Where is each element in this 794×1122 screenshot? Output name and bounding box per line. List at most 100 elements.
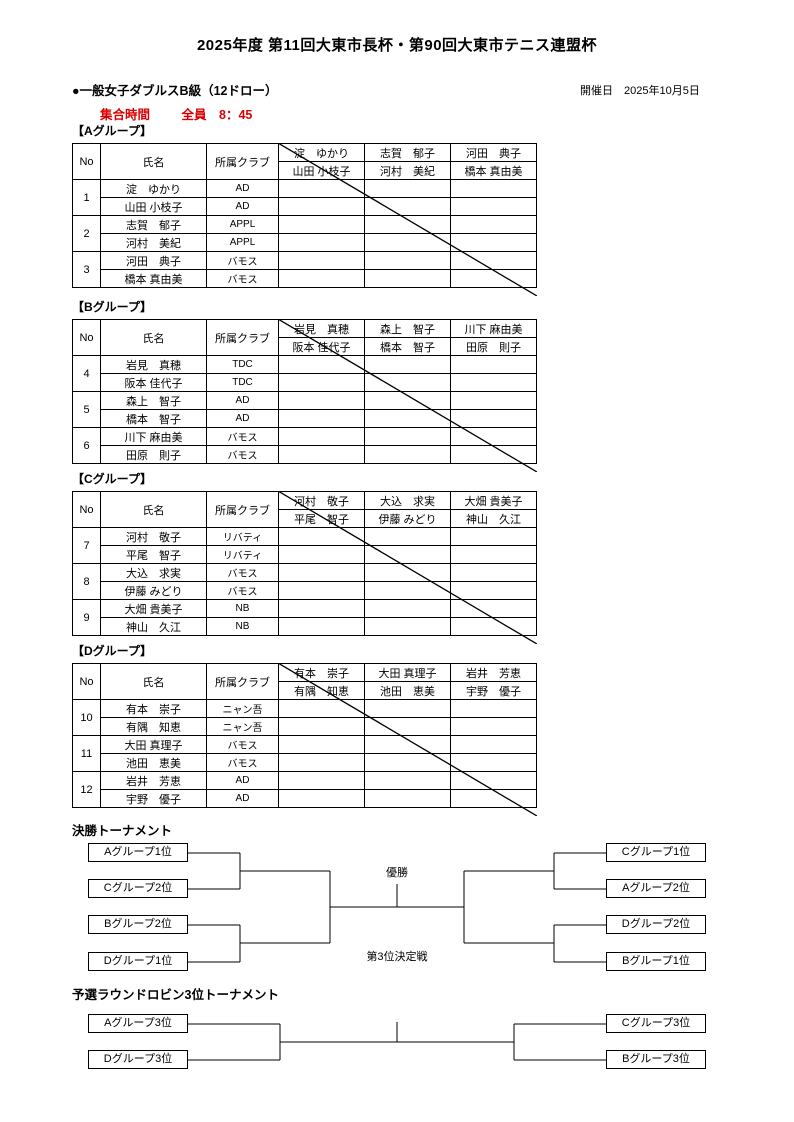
club-cell: バモス	[206, 445, 279, 464]
consolation-bracket-lines	[188, 1022, 606, 1061]
match-cell	[450, 215, 537, 234]
match-cell	[278, 179, 365, 198]
player-name-cell: 宇野 優子	[100, 789, 207, 808]
match-cell	[364, 599, 451, 618]
club-cell: リバティ	[206, 545, 279, 564]
opponent-header-cell: 平尾 智子	[278, 509, 365, 528]
match-cell	[450, 179, 537, 198]
bracket-slot-a2: Aグループ2位	[606, 879, 706, 898]
header-no: No	[72, 491, 101, 528]
match-cell	[364, 527, 451, 546]
opponent-header-cell: 大畑 貴美子	[450, 491, 537, 510]
match-cell	[364, 617, 451, 636]
player-name-cell: 大込 求実	[100, 563, 207, 582]
opponent-header-cell: 河村 美紀	[364, 161, 451, 180]
meeting-time-line: 集合時間 全員 8：45	[100, 104, 252, 123]
group-d-title: 【Dグループ】	[72, 644, 152, 658]
match-cell	[278, 427, 365, 446]
match-cell	[278, 699, 365, 718]
club-cell: リバティ	[206, 527, 279, 546]
match-cell	[364, 179, 451, 198]
club-cell: バモス	[206, 753, 279, 772]
club-cell: バモス	[206, 735, 279, 754]
opponent-header-cell: 岩見 真穂	[278, 319, 365, 338]
match-cell	[450, 355, 537, 374]
match-cell	[450, 735, 537, 754]
opponent-header-cell: 池田 恵美	[364, 681, 451, 700]
pair-no-cell: 8	[72, 563, 101, 600]
opponent-header-cell: 大田 真理子	[364, 663, 451, 682]
bracket-slot-b3: Bグループ3位	[606, 1050, 706, 1069]
bracket-slot-d1: Dグループ1位	[88, 952, 188, 971]
final-bracket-lines	[188, 852, 606, 963]
match-cell	[364, 699, 451, 718]
group-b-title: 【Bグループ】	[72, 300, 152, 314]
match-cell	[450, 545, 537, 564]
bracket-slot-a3: Aグループ3位	[88, 1014, 188, 1033]
club-cell: AD	[206, 197, 279, 216]
match-cell	[364, 355, 451, 374]
header-club: 所属クラブ	[206, 143, 279, 180]
match-cell	[278, 717, 365, 736]
match-cell	[364, 563, 451, 582]
opponent-header-cell: 河田 典子	[450, 143, 537, 162]
bracket-slot-b2: Bグループ2位	[88, 915, 188, 934]
match-cell	[278, 409, 365, 428]
match-cell	[364, 753, 451, 772]
match-cell	[450, 409, 537, 428]
bracket-slot-d2: Dグループ2位	[606, 915, 706, 934]
bracket-slot-c3: Cグループ3位	[606, 1014, 706, 1033]
match-cell	[450, 391, 537, 410]
match-cell	[364, 581, 451, 600]
player-name-cell: 橋本 智子	[100, 409, 207, 428]
pair-row: 平尾 智子リバティ	[73, 545, 537, 564]
player-name-cell: 伊藤 みどり	[100, 581, 207, 600]
header-name: 氏名	[100, 143, 207, 180]
header-club: 所属クラブ	[206, 663, 279, 700]
match-cell	[450, 527, 537, 546]
final-tournament-section: 決勝トーナメント Aグループ1位 Cグループ2位 Bグループ2位 Dグループ1位…	[0, 820, 794, 990]
match-cell	[364, 789, 451, 808]
meeting-time-label: 集合時間	[100, 108, 151, 122]
match-cell	[450, 373, 537, 392]
match-cell	[278, 269, 365, 288]
match-cell	[364, 771, 451, 790]
match-cell	[278, 251, 365, 270]
champion-label: 優勝	[386, 867, 408, 879]
header-club: 所属クラブ	[206, 491, 279, 528]
player-name-cell: 橋本 真由美	[100, 269, 207, 288]
opponent-header-cell: 伊藤 みどり	[364, 509, 451, 528]
pair-no-cell: 4	[72, 355, 101, 392]
pair-row: 伊藤 みどりバモス	[73, 581, 537, 600]
match-cell	[450, 617, 537, 636]
opponent-header-cell: 橋本 智子	[364, 337, 451, 356]
match-cell	[364, 251, 451, 270]
club-cell: AD	[206, 409, 279, 428]
match-cell	[364, 445, 451, 464]
pair-no-cell: 5	[72, 391, 101, 428]
opponent-header-cell: 宇野 優子	[450, 681, 537, 700]
bracket-slot-c1: Cグループ1位	[606, 843, 706, 862]
club-cell: AD	[206, 391, 279, 410]
match-cell	[278, 233, 365, 252]
club-cell: NB	[206, 599, 279, 618]
club-cell: ニャン吾	[206, 717, 279, 736]
club-cell: APPL	[206, 215, 279, 234]
match-cell	[278, 215, 365, 234]
